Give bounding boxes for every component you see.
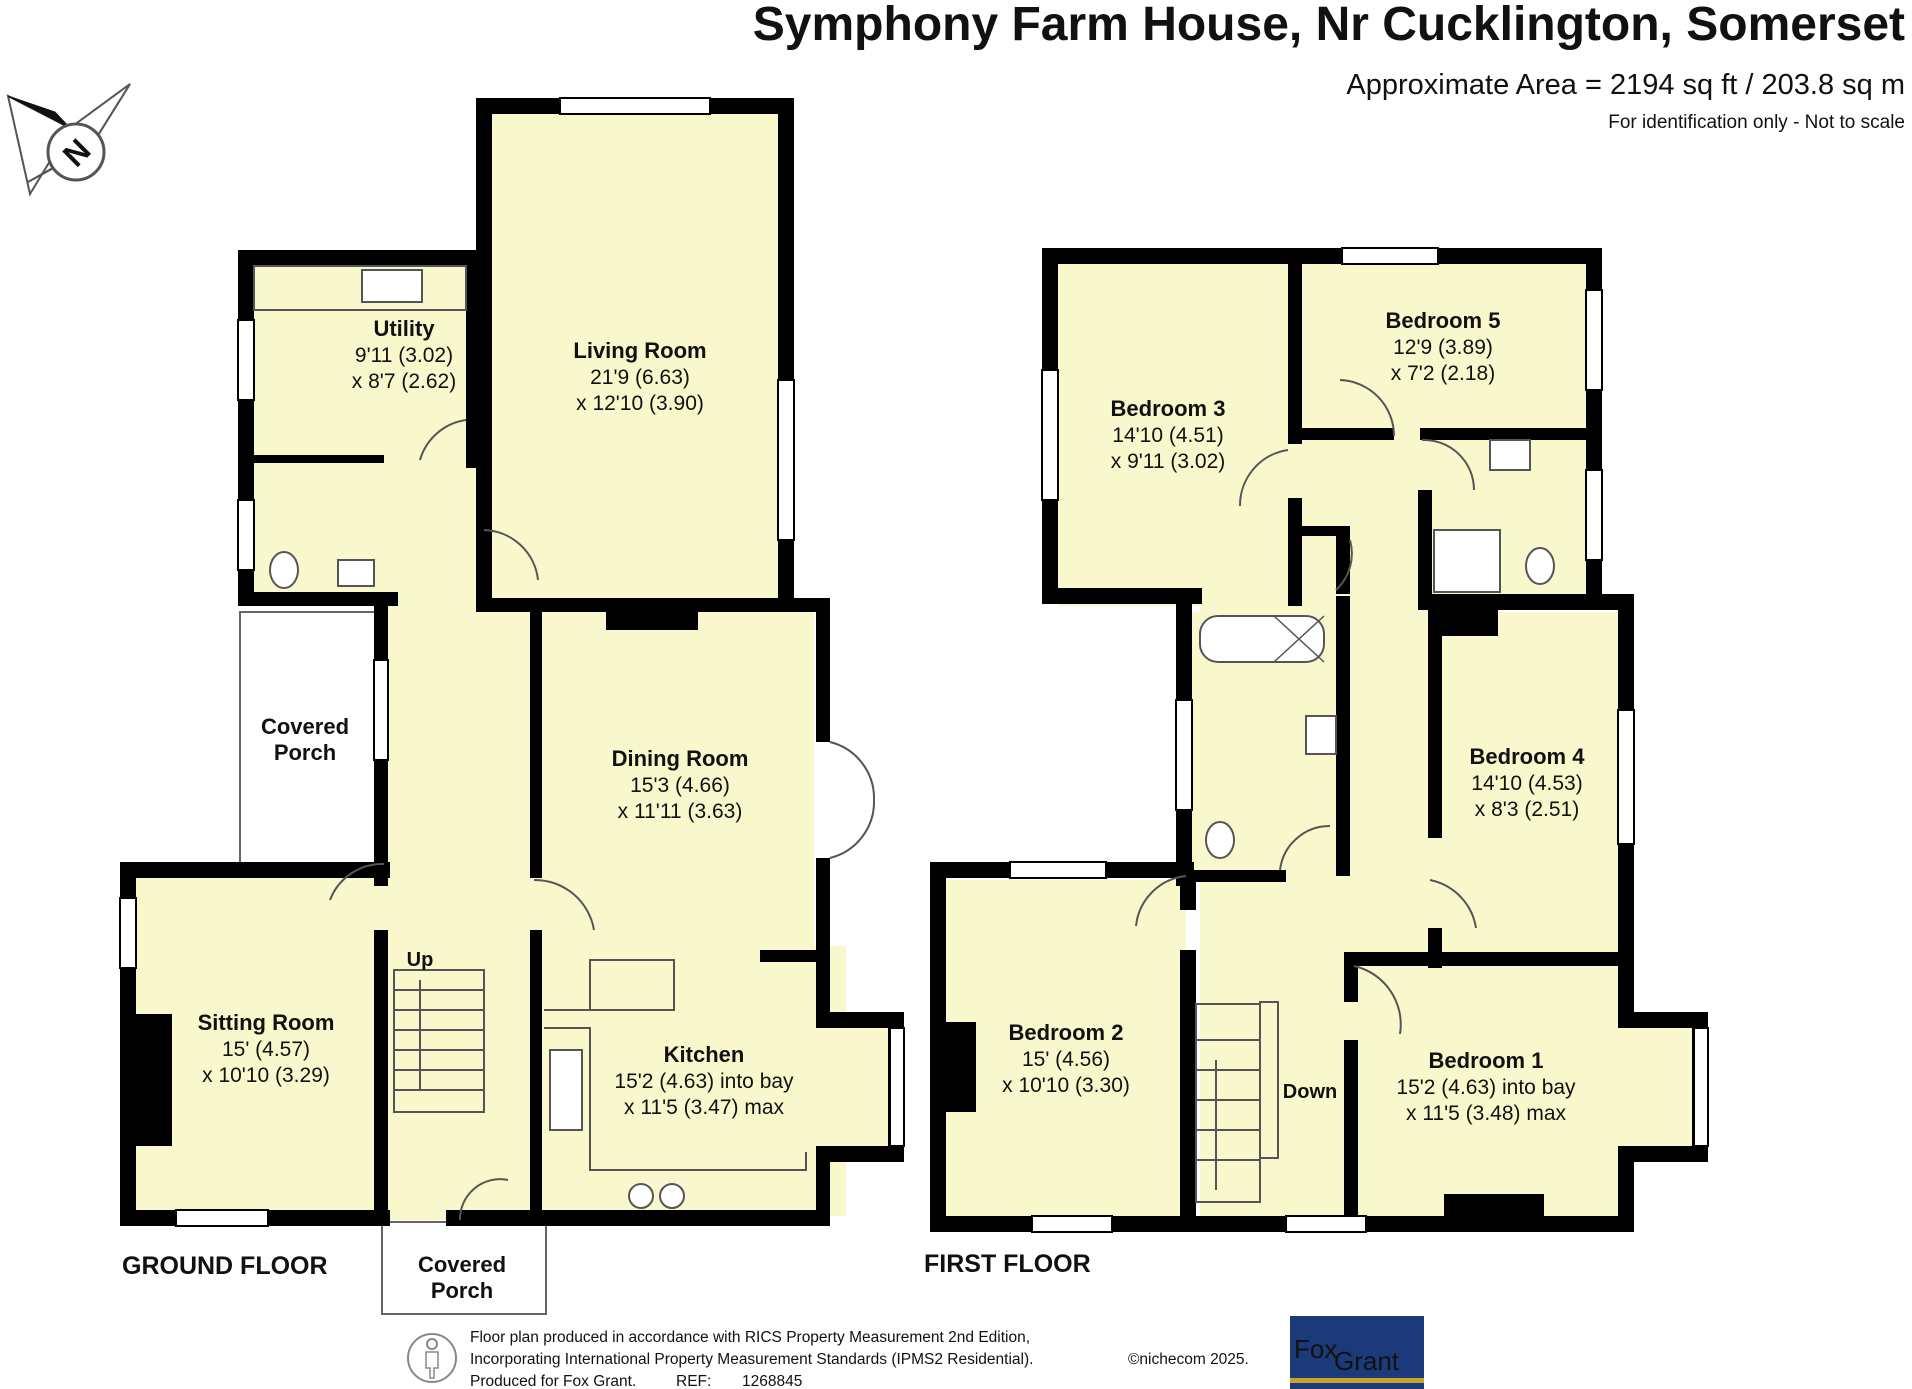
bedroom2-room (946, 880, 1186, 1220)
dining-room (534, 606, 814, 946)
living-dim1: 21'9 (6.63) (590, 366, 690, 389)
ground-floor-label: GROUND FLOOR (122, 1252, 328, 1280)
footer: Floor plan produced in accordance with R… (407, 1316, 1424, 1389)
sitting-dim1: 15' (4.57) (222, 1038, 310, 1061)
footer-copyright: ©nichecom 2025. (1128, 1351, 1249, 1368)
dining-dim2: x 11'11 (3.63) (618, 800, 743, 823)
bedroom4-label: Bedroom 4 (1470, 744, 1586, 769)
ground-floor: Utility 9'11 (3.02) x 8'7 (2.62) Living … (119, 97, 905, 1315)
logo-word-grant: Grant (1334, 1346, 1400, 1376)
stairs-up-label: Up (407, 949, 434, 971)
bedroom1-label: Bedroom 1 (1429, 1048, 1544, 1073)
bedroom4-dim1: 14'10 (4.53) (1471, 772, 1582, 795)
sitting-room (130, 878, 384, 1220)
footer-line-2: Incorporating International Property Mea… (470, 1351, 1033, 1368)
first-floor-label: FIRST FLOOR (924, 1250, 1091, 1278)
hallway (384, 430, 534, 1220)
bedroom1-dim2: x 11'5 (3.48) max (1406, 1102, 1567, 1125)
footer-ref: 1268845 (742, 1373, 802, 1389)
bedroom1-room (1356, 966, 1622, 1220)
logo-word-fox: Fox (1294, 1334, 1337, 1364)
sitting-dim2: x 10'10 (3.29) (202, 1064, 330, 1087)
front-porch-label-1: Covered (418, 1252, 506, 1277)
bedroom1-bay (1622, 1020, 1702, 1160)
bedroom5-dim2: x 7'2 (2.18) (1391, 362, 1495, 385)
front-porch-label-2: Porch (431, 1278, 493, 1303)
kitchen-label: Kitchen (664, 1042, 745, 1067)
bedroom2-dim1: 15' (4.56) (1022, 1048, 1110, 1071)
page-title: Symphony Farm House, Nr Cucklington, Som… (753, 0, 1905, 51)
first-floor: Bedroom 3 14'10 (4.51) x 9'11 (3.02) Bed… (924, 247, 1709, 1278)
bedroom5-label: Bedroom 5 (1386, 308, 1501, 333)
kitchen-dim2: x 11'5 (3.47) max (624, 1096, 785, 1119)
scale-note: For identification only - Not to scale (1608, 112, 1905, 133)
side-porch-label-1: Covered (261, 714, 349, 739)
bedroom5-dim1: 12'9 (3.89) (1393, 336, 1493, 359)
front-covered-porch (381, 1221, 547, 1315)
living-dim2: x 12'10 (3.90) (576, 392, 704, 415)
bedroom2-label: Bedroom 2 (1009, 1020, 1124, 1045)
area-text: Approximate Area = 2194 sq ft / 203.8 sq… (1346, 69, 1905, 101)
bedroom5-room (1296, 262, 1596, 432)
side-porch-label-2: Porch (274, 740, 336, 765)
bedroom4-dim2: x 8'3 (2.51) (1475, 798, 1579, 821)
bedroom3-dim2: x 9'11 (3.02) (1111, 450, 1226, 473)
kitchen-bay (846, 1020, 896, 1158)
person-icon (407, 1333, 457, 1383)
bedroom3-dim1: 14'10 (4.51) (1112, 424, 1223, 447)
dining-label: Dining Room (612, 746, 749, 771)
sitting-label: Sitting Room (198, 1010, 335, 1035)
kitchen-dim1: 15'2 (4.63) into bay (614, 1070, 794, 1093)
bedroom3-label: Bedroom 3 (1111, 396, 1226, 421)
utility-label: Utility (373, 316, 435, 341)
living-label: Living Room (573, 338, 706, 363)
stairs-down-label: Down (1283, 1081, 1337, 1103)
bedroom2-dim2: x 10'10 (3.30) (1002, 1074, 1130, 1097)
footer-line-1: Floor plan produced in accordance with R… (470, 1329, 1030, 1346)
utility-dim1: 9'11 (3.02) (355, 344, 453, 367)
utility-dim2: x 8'7 (2.62) (352, 370, 456, 393)
footer-ref-label: REF: (676, 1373, 711, 1389)
bedroom4-room (1432, 612, 1622, 956)
compass-icon: N (6, 83, 131, 197)
side-covered-porch (239, 611, 381, 871)
footer-produced: Produced for Fox Grant. (470, 1373, 636, 1389)
bedroom1-dim1: 15'2 (4.63) into bay (1396, 1076, 1576, 1099)
fox-grant-logo: Fox Grant (1290, 1316, 1424, 1389)
dining-dim1: 15'3 (4.66) (630, 774, 730, 797)
